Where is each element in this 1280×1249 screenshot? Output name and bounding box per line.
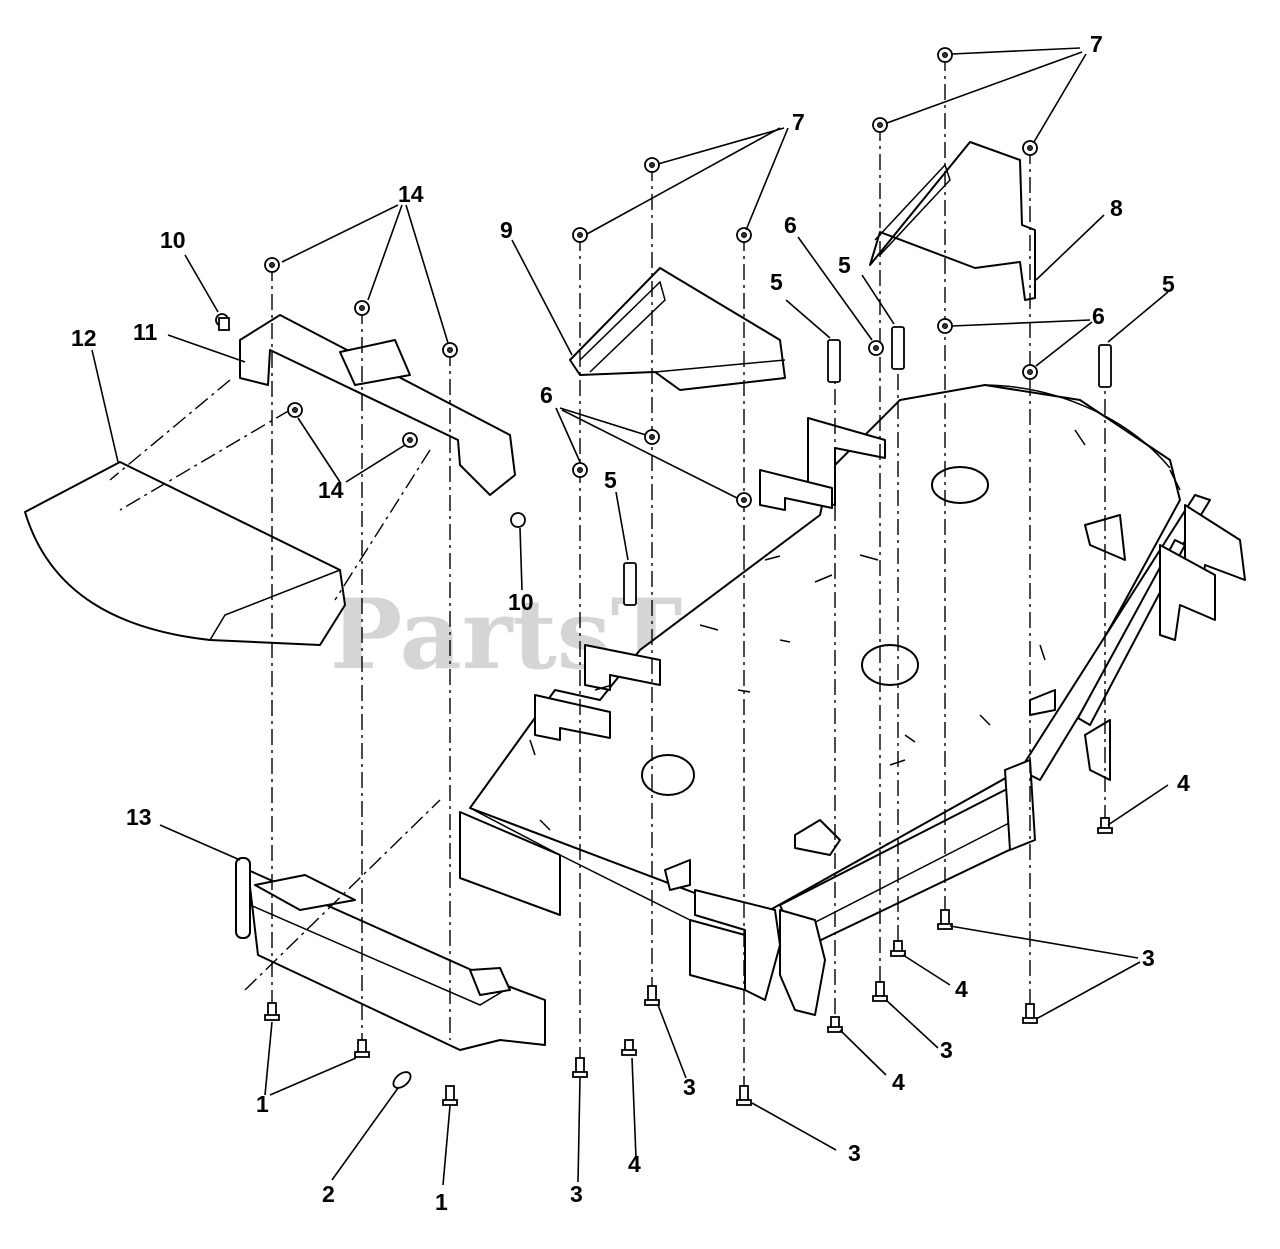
lower-bracket: [235, 857, 546, 1051]
bolt: [644, 985, 660, 1006]
callout-5: 5: [838, 252, 851, 278]
bolt: [572, 1057, 588, 1078]
callout-4: 4: [628, 1151, 641, 1177]
nut: [572, 462, 588, 478]
callout-3: 3: [570, 1181, 583, 1207]
callout-14: 14: [398, 181, 424, 207]
nut: [736, 227, 752, 243]
nut: [264, 257, 280, 273]
nut: [354, 300, 370, 316]
spacer: [891, 326, 905, 370]
pin: [510, 512, 526, 528]
bolt: [1097, 817, 1113, 834]
bolt: [264, 1002, 280, 1021]
assembly-axes: [109, 55, 1106, 1090]
bolt: [872, 981, 888, 1002]
callout-6: 6: [540, 382, 553, 408]
callout-8: 8: [1110, 195, 1123, 221]
callout-3: 3: [848, 1140, 861, 1166]
callout-6: 6: [784, 212, 797, 238]
nut: [442, 342, 458, 358]
callout-7: 7: [1090, 31, 1103, 57]
nut: [1022, 364, 1038, 380]
nut: [1022, 140, 1038, 156]
nut: [736, 492, 752, 508]
callout-13: 13: [126, 804, 152, 830]
baffle-8: [869, 141, 1036, 301]
pin: [215, 313, 230, 331]
callout-10: 10: [508, 589, 534, 615]
bolt: [827, 1016, 843, 1033]
callout-3: 3: [940, 1037, 953, 1063]
callout-1: 1: [256, 1091, 269, 1117]
mower-deck: [459, 384, 1246, 1016]
spacer: [827, 339, 841, 383]
bolt: [937, 909, 953, 930]
callout-7: 7: [792, 109, 805, 135]
callout-4: 4: [1177, 770, 1190, 796]
nut: [644, 429, 660, 445]
callout-4: 4: [892, 1069, 905, 1095]
nut: [868, 340, 884, 356]
callout-4: 4: [955, 976, 968, 1002]
callout-3: 3: [683, 1074, 696, 1100]
nut: [937, 318, 953, 334]
callout-3: 3: [1142, 945, 1155, 971]
callout-11: 11: [133, 319, 158, 345]
bolt: [442, 1085, 458, 1106]
hardware: [215, 47, 1113, 1106]
callout-1: 1: [435, 1189, 448, 1215]
callout-10: 10: [160, 227, 186, 253]
callout-12: 12: [71, 325, 97, 351]
belt-cover: [24, 461, 346, 646]
nut: [402, 432, 418, 448]
leader-lines: [91, 47, 1169, 1186]
nut: [572, 227, 588, 243]
bolt: [890, 940, 906, 957]
nut: [937, 47, 953, 63]
spacer: [623, 562, 637, 606]
bolt: [736, 1085, 752, 1106]
nut: [287, 402, 303, 418]
callout-14: 14: [318, 477, 344, 503]
callout-6: 6: [1092, 303, 1105, 329]
nut: [872, 117, 888, 133]
nut: [644, 157, 660, 173]
callout-2: 2: [322, 1181, 335, 1207]
callout-5: 5: [1162, 271, 1175, 297]
spacer: [1098, 344, 1112, 388]
bolt: [1022, 1003, 1038, 1024]
callouts: 1 1 2 3 3 3 3 3 4 4 4 4 5 5 5 5 6 6 6 7 …: [71, 31, 1190, 1215]
callout-5: 5: [770, 269, 783, 295]
bolt: [354, 1039, 370, 1058]
callout-9: 9: [500, 217, 513, 243]
bolt: [621, 1039, 637, 1056]
cover-mount-bracket: [239, 314, 516, 496]
hairpin-clip: [392, 1071, 412, 1089]
baffle-9: [569, 267, 786, 391]
callout-5: 5: [604, 467, 617, 493]
